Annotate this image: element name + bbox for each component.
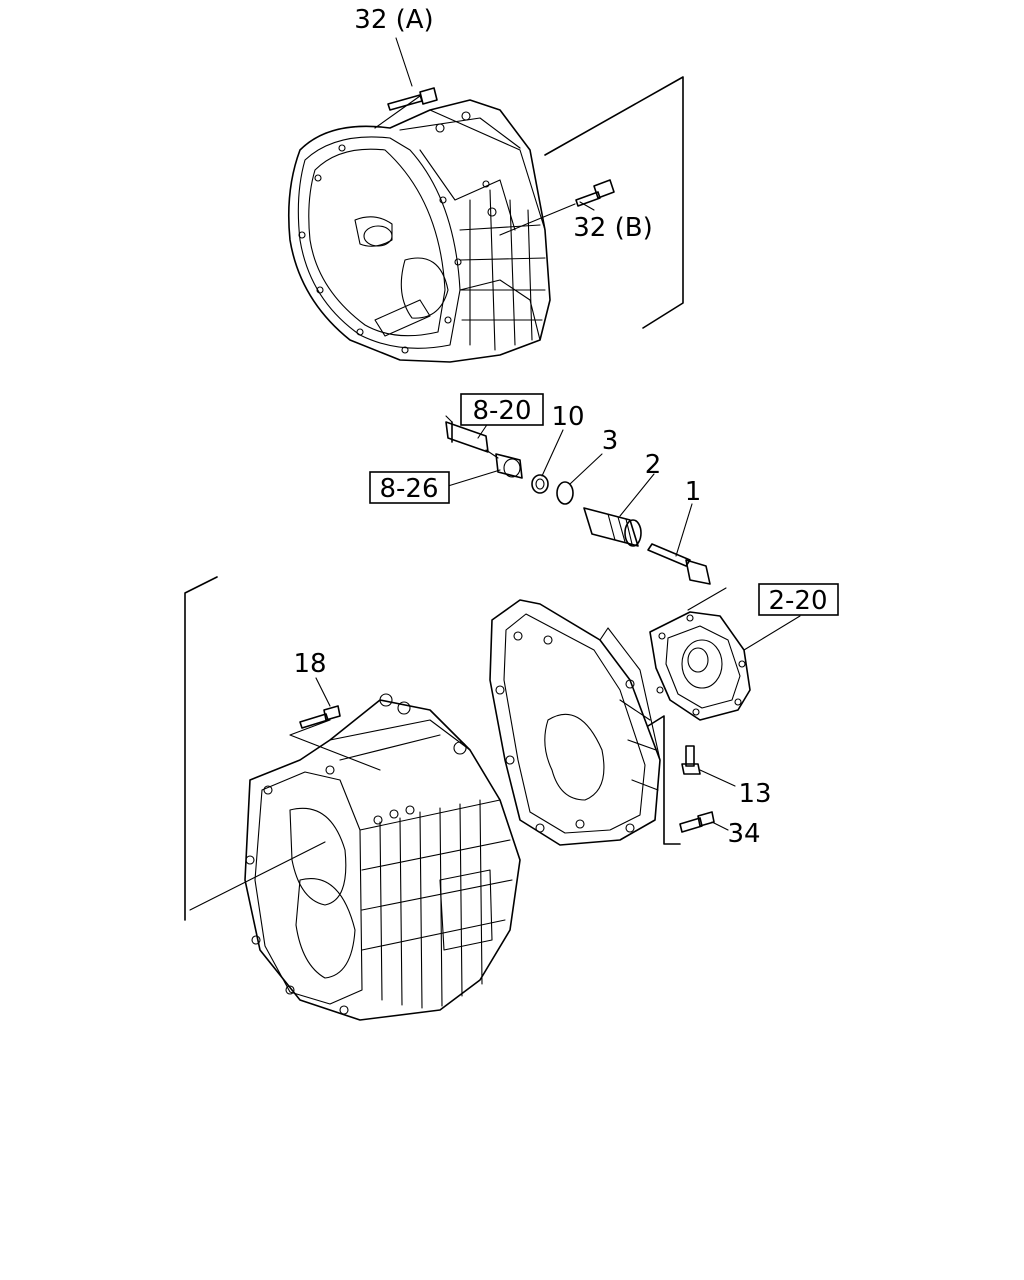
- lower-group-bracket: [184, 576, 218, 921]
- callout-3: 3: [602, 426, 619, 456]
- callout-1: 1: [685, 477, 702, 507]
- callout-2: 2: [645, 450, 662, 480]
- ref-8-26-label[interactable]: 8-26: [379, 474, 438, 504]
- extension-cover: [649, 611, 801, 833]
- callout-13: 13: [738, 779, 771, 809]
- callout-10: 10: [551, 402, 584, 432]
- clutch-housing: [287, 37, 615, 363]
- adapter-plate: [489, 599, 661, 846]
- callout-18: 18: [293, 649, 326, 679]
- ref-box-8-26[interactable]: [369, 471, 450, 504]
- callout-34: 34: [727, 819, 760, 849]
- callout-32a: 32 (A): [354, 5, 433, 35]
- ref-2-20-label[interactable]: 2-20: [768, 586, 827, 616]
- middle-parts: [445, 397, 727, 611]
- ref-box-2-20[interactable]: [758, 583, 839, 616]
- cover-group-bracket: [647, 715, 681, 845]
- transmission-case: [189, 677, 521, 1021]
- callout-32b: 32 (B): [573, 213, 652, 243]
- upper-group-bracket: [544, 76, 684, 329]
- ref-box-8-20[interactable]: [460, 393, 544, 426]
- ref-8-20-label[interactable]: 8-20: [472, 396, 531, 426]
